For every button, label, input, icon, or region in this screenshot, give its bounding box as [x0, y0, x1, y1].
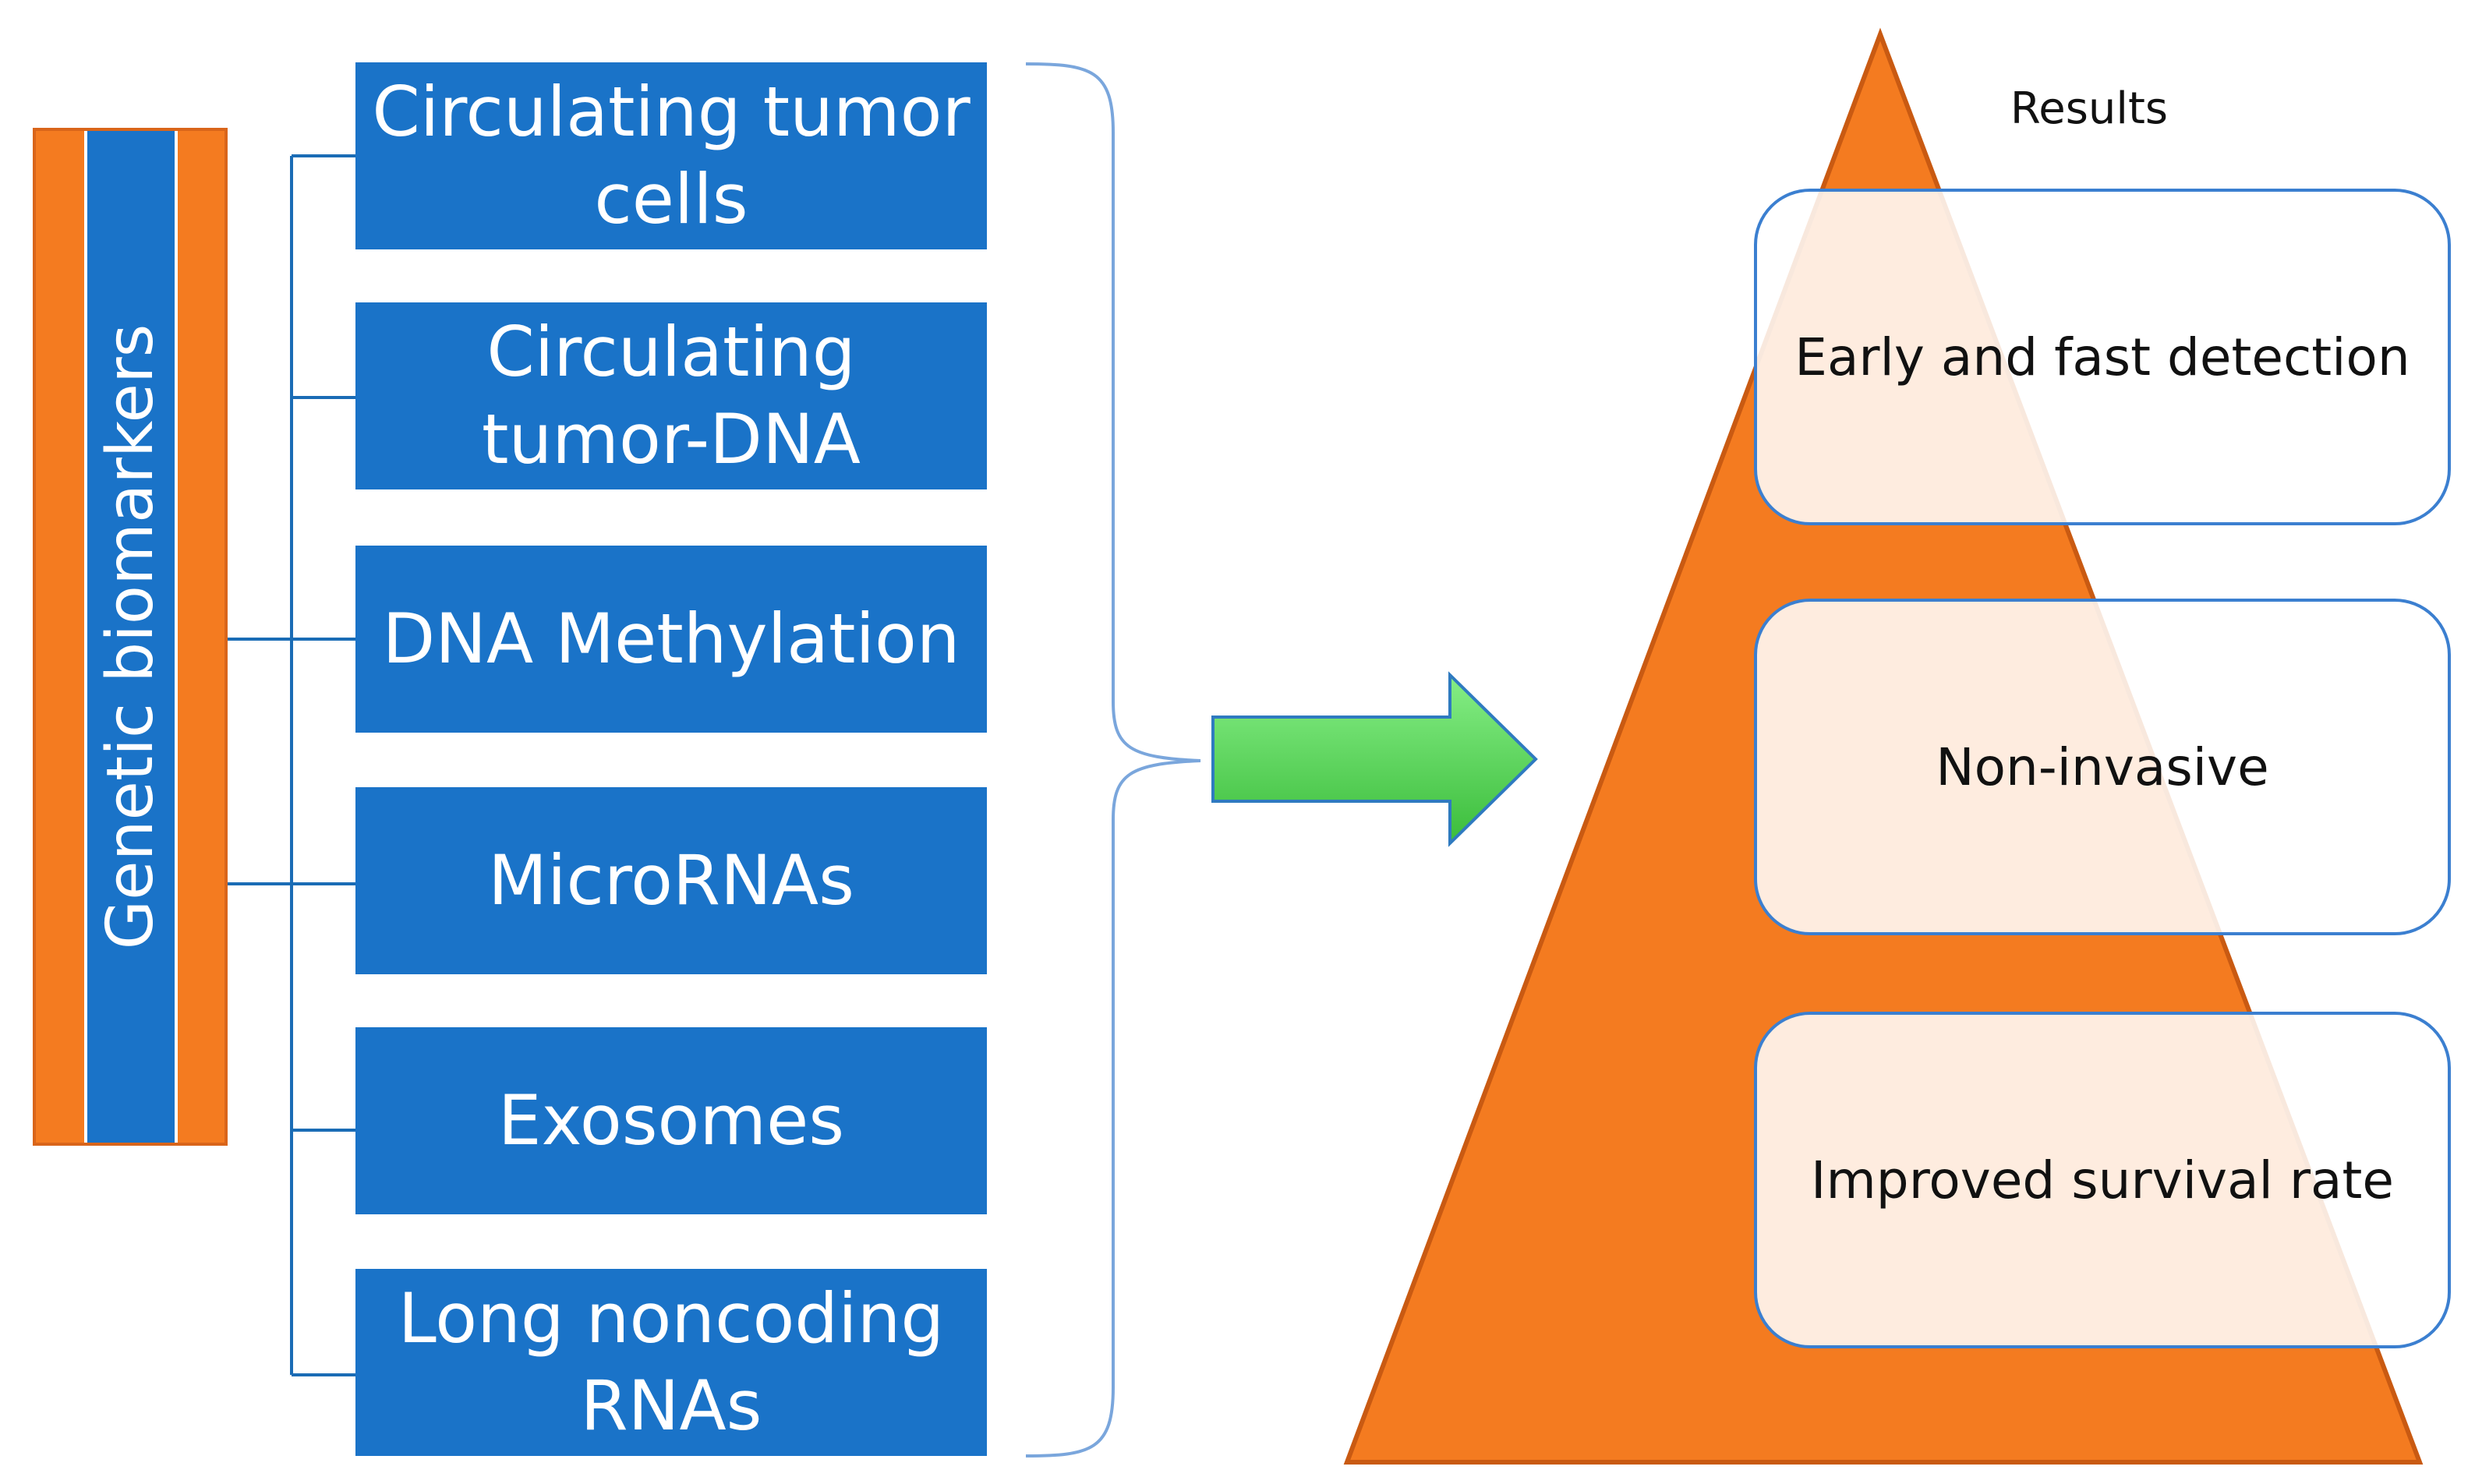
- result-early-fast-detection: Early and fast detection: [1754, 189, 2451, 525]
- genetic-biomarkers-inner-bar: [84, 131, 178, 1143]
- biomarker-box-circulating-tumor-dna: Circulating tumor-DNA: [355, 302, 987, 489]
- result-improved-survival-rate: Improved survival rate: [1754, 1012, 2451, 1348]
- biomarker-box-circulating-tumor-cells: Circulating tumor cells: [355, 62, 987, 249]
- biomarker-box-exosomes: Exosomes: [355, 1027, 987, 1214]
- grouping-brace: [1025, 62, 1201, 1458]
- biomarker-box-long-noncoding-rnas: Long noncoding RNAs: [355, 1269, 987, 1456]
- biomarker-box-dna-methylation: DNA Methylation: [355, 546, 987, 733]
- biomarker-box-micrornas: MicroRNAs: [355, 787, 987, 974]
- right-arrow-icon: [1211, 671, 1538, 847]
- result-non-invasive: Non-invasive: [1754, 599, 2451, 935]
- results-title: Results: [2010, 83, 2169, 134]
